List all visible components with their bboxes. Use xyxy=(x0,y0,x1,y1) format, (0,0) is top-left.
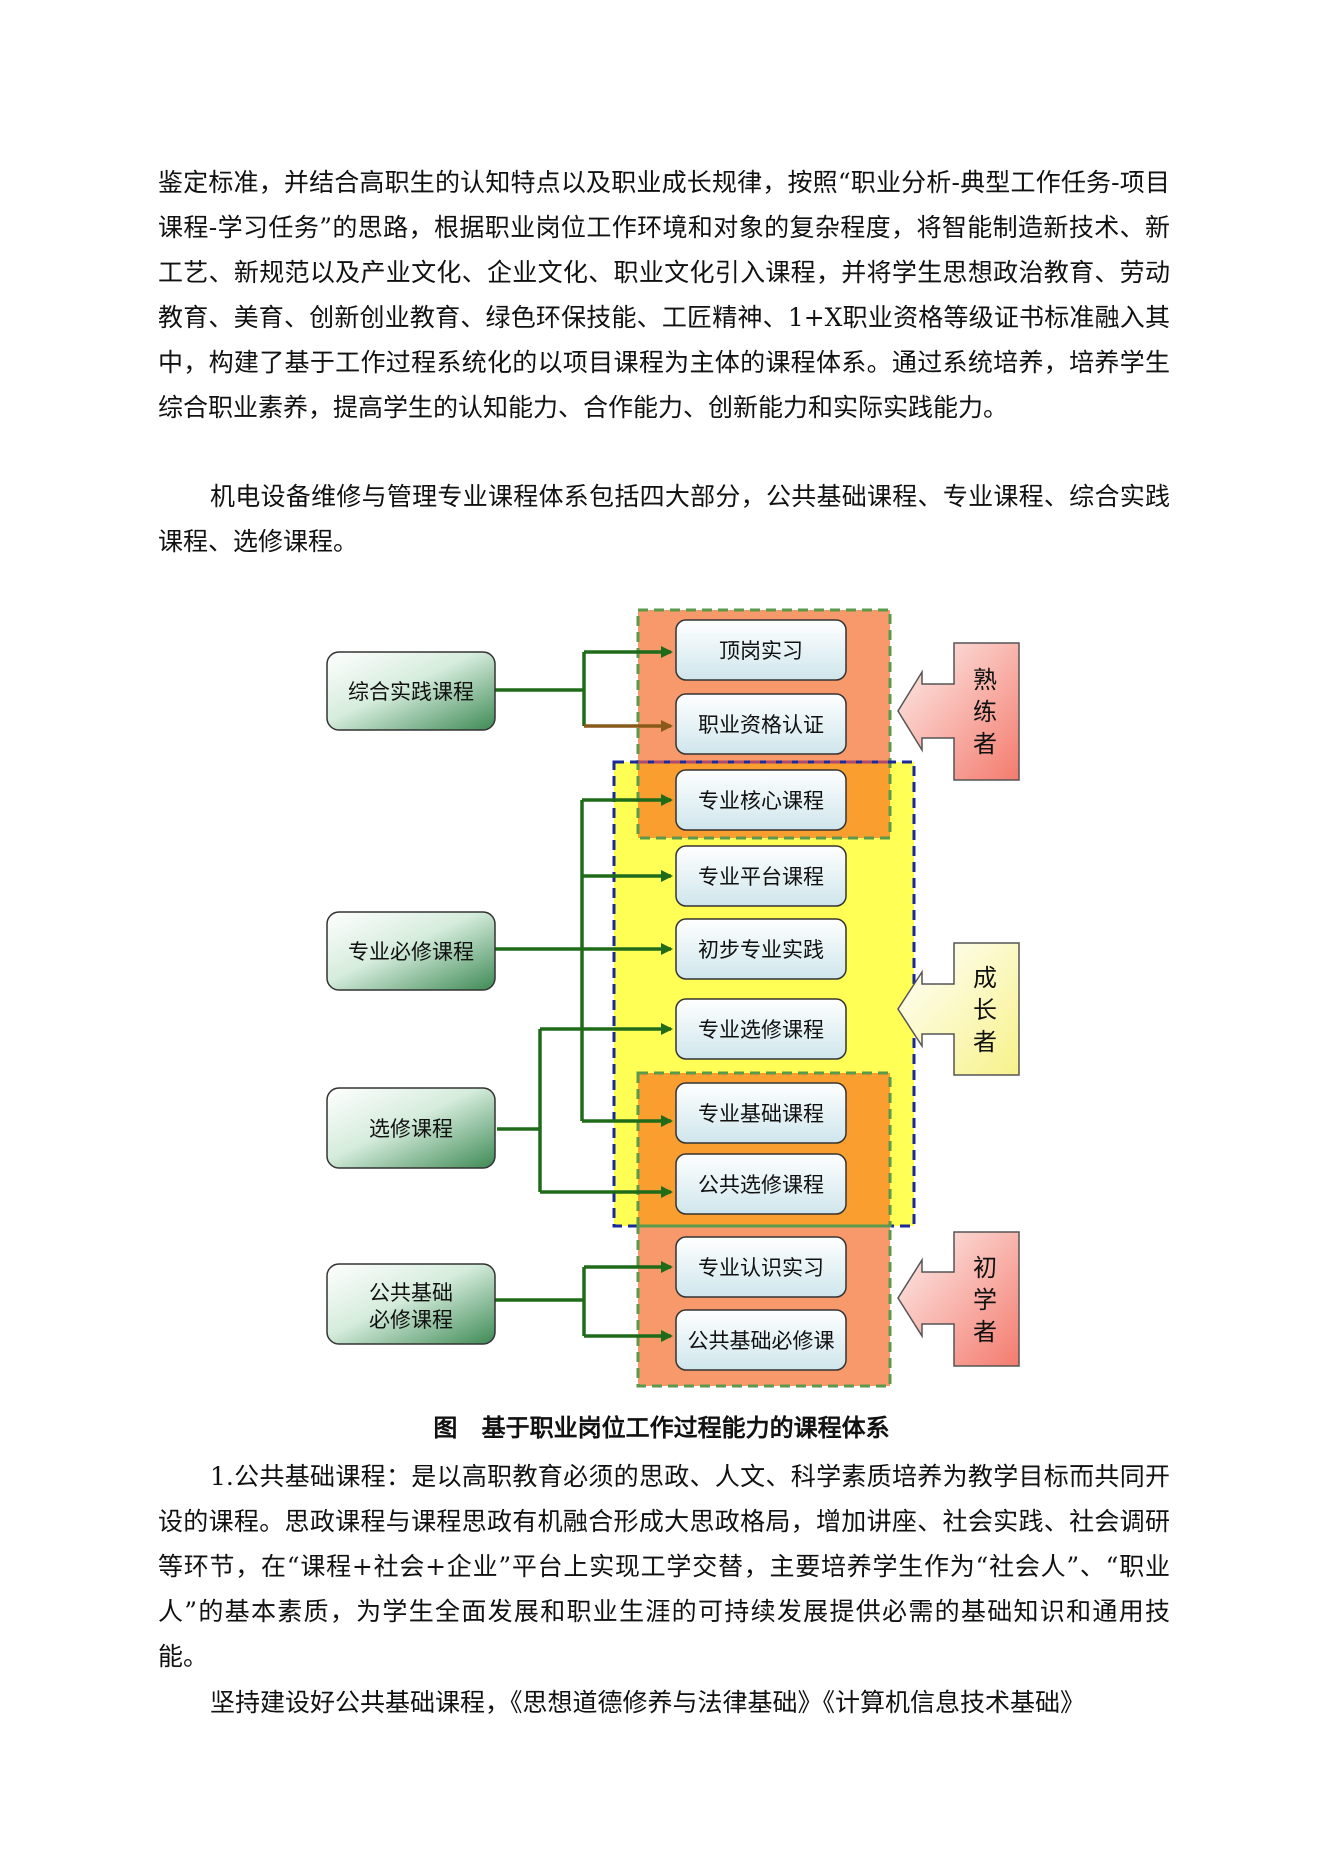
left-box-0: 综合实践课程 xyxy=(326,651,496,731)
frame-mid-green xyxy=(636,1071,892,1228)
connector-public xyxy=(495,1267,586,1336)
side-char: 长 xyxy=(973,996,997,1024)
center-box-label: 公共基础必修课 xyxy=(688,1329,835,1353)
side-label-growing: 成 长 者 xyxy=(897,942,1020,1076)
caption-title: 基于职业岗位工作过程能力的课程体系 xyxy=(481,1414,890,1442)
center-box-label: 顶岗实习 xyxy=(719,639,803,663)
center-box-3: 专业平台课程 xyxy=(675,845,847,907)
left-box-1: 专业必修课程 xyxy=(326,911,496,991)
left-box-label: 专业必修课程 xyxy=(348,940,474,964)
connector-practice xyxy=(495,652,586,726)
left-box-2: 选修课程 xyxy=(326,1087,496,1169)
side-char: 学 xyxy=(973,1286,997,1314)
left-box-label: 综合实践课程 xyxy=(348,680,474,704)
paragraph-2: 机电设备维修与管理专业课程体系包括四大部分，公共基础课程、专业课程、综合实践课程… xyxy=(158,482,1170,556)
left-box-label: 公共基础 xyxy=(369,1281,453,1305)
left-box-label: 选修课程 xyxy=(369,1117,453,1141)
center-box-4: 初步专业实践 xyxy=(675,918,847,980)
center-box-2: 专业核心课程 xyxy=(675,769,847,831)
center-box-7: 公共选修课程 xyxy=(675,1153,847,1215)
left-box-label: 必修课程 xyxy=(369,1308,453,1332)
left-box-3: 公共基础 必修课程 xyxy=(326,1263,496,1345)
center-box-1: 职业资格认证 xyxy=(675,693,847,755)
center-box-label: 公共选修课程 xyxy=(698,1173,824,1197)
center-box-0: 顶岗实习 xyxy=(675,619,847,681)
side-char: 熟 xyxy=(973,666,997,694)
side-char: 成 xyxy=(973,964,997,992)
paragraph-3: 1.公共基础课程：是以高职教育必须的思政、人文、科学素质培养为教学目标而共同开设… xyxy=(158,1462,1170,1671)
side-char: 者 xyxy=(973,1028,997,1056)
center-box-9: 公共基础必修课 xyxy=(675,1309,847,1371)
center-box-8: 专业认识实习 xyxy=(675,1236,847,1298)
side-char: 者 xyxy=(973,1318,997,1346)
center-box-label: 专业平台课程 xyxy=(698,865,824,889)
side-char: 初 xyxy=(973,1254,997,1282)
side-label-skilled: 熟 练 者 xyxy=(897,642,1020,781)
side-char: 者 xyxy=(973,730,997,758)
figure-caption: 图 基于职业岗位工作过程能力的课程体系 xyxy=(0,1408,1323,1443)
center-box-label: 专业认识实习 xyxy=(698,1256,824,1280)
frame-bottom-green xyxy=(636,1224,892,1388)
center-box-label: 专业核心课程 xyxy=(698,789,824,813)
paragraph-4: 坚持建设好公共基础课程，《思想道德修养与法律基础》《计算机信息技术基础》 xyxy=(210,1688,1086,1717)
center-box-5: 专业选修课程 xyxy=(675,998,847,1060)
caption-prefix: 图 xyxy=(433,1414,458,1442)
center-box-6: 专业基础课程 xyxy=(675,1082,847,1144)
center-box-label: 专业选修课程 xyxy=(698,1018,824,1042)
connector-elective xyxy=(497,1029,542,1192)
side-label-beginner: 初 学 者 xyxy=(897,1231,1020,1367)
connector-required xyxy=(495,800,584,1121)
center-box-label: 专业基础课程 xyxy=(698,1102,824,1126)
center-box-label: 初步专业实践 xyxy=(698,938,824,962)
center-box-label: 职业资格认证 xyxy=(698,713,824,737)
course-system-diagram: 综合实践课程 专业必修课程 选修课程 公共基础 必修课程 顶岗实习 职业资格认证… xyxy=(326,608,1020,1388)
paragraph-1: 鉴定标准，并结合高职生的认知特点以及职业成长规律，按照“职业分析-典型工作任务-… xyxy=(158,168,1170,422)
side-char: 练 xyxy=(973,698,997,726)
